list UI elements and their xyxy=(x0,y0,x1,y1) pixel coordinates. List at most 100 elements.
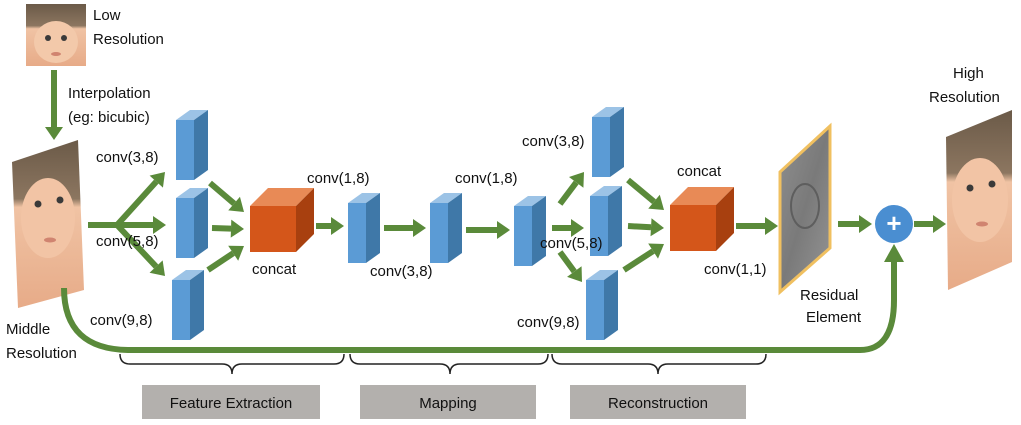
arrow-fe-c-concat xyxy=(206,245,244,273)
arrow-to-rec-a xyxy=(557,172,584,206)
arrow-fe-a-concat xyxy=(208,180,244,212)
rec-conv-a-label: conv(3,8) xyxy=(522,133,585,150)
fe-conv-c-block xyxy=(172,270,204,340)
rec-conv-a-block xyxy=(592,107,624,177)
middle-res-label-line2: Resolution xyxy=(6,345,77,362)
arrow-rec-b-concat xyxy=(627,218,664,237)
arrow-plus-high-head xyxy=(933,215,946,233)
arrow-rec-c-concat-shaft xyxy=(622,248,655,273)
labels: Low Resolution Interpolation (eg: bicubi… xyxy=(6,7,1000,362)
arrow-to-rec-c xyxy=(557,250,582,282)
arrow-to-rec-c-shaft xyxy=(557,250,577,274)
plus-circle xyxy=(875,205,913,243)
middle-res-label-line1: Middle xyxy=(6,321,50,338)
rec-conv-c-block-front xyxy=(586,280,604,340)
fe-conv-c-block-front xyxy=(172,280,190,340)
fe-conv-a-block-top xyxy=(176,110,208,120)
fe-concat-cube-front xyxy=(250,206,296,252)
arrow-fe-c-concat-shaft xyxy=(206,250,235,273)
arrow-fe-c-concat-head xyxy=(228,245,244,261)
residual-label: Residual Element xyxy=(800,287,863,326)
arrow-rec-c-concat-head xyxy=(648,243,664,259)
interpolation-label: Interpolation (eg: bicubic) xyxy=(68,85,155,126)
arrow-to-rec-c-head xyxy=(567,266,582,282)
fe-conv-a-block-front xyxy=(176,120,194,180)
arrow-fe-b-concat-shaft xyxy=(211,225,232,232)
map-conv-a-block-top xyxy=(348,193,380,203)
rec-conv-a-block-side xyxy=(610,107,624,177)
middle-res-label: Middle Resolution xyxy=(6,321,77,362)
low-res-label-line1: Low xyxy=(93,7,121,24)
map-conv-c-block-top xyxy=(514,196,546,206)
high-res-label-line2: Resolution xyxy=(929,89,1000,106)
map-conv-a-label: conv(1,8) xyxy=(307,170,370,187)
interpolation-label-line2: (eg: bicubic) xyxy=(68,109,150,126)
rec-conv-b-block-front xyxy=(590,196,608,256)
low-res-label-line2: Resolution xyxy=(93,31,164,48)
rec-concat-cube-side xyxy=(716,187,734,251)
phase-box-reconstruction xyxy=(570,385,746,419)
map-conv-b-block-front xyxy=(430,203,448,263)
arrow-map-b-map-c-head xyxy=(497,221,510,239)
bracket-mapping xyxy=(349,353,549,375)
rec-concat-label: concat xyxy=(677,163,722,180)
fe-conv-c-block-side xyxy=(190,270,204,340)
phase-label-reconstruction: Reconstruction xyxy=(608,395,708,412)
arrow-to-rec-a-head xyxy=(569,172,584,188)
rec-conv-b-block-side xyxy=(608,186,622,256)
high-res-label-line1: High xyxy=(953,65,984,82)
rec-concat-cube xyxy=(670,187,734,251)
residual-image xyxy=(778,122,832,296)
phase-label-feature-extraction: Feature Extraction xyxy=(170,395,293,412)
rec-conv-a-block-top xyxy=(592,107,624,117)
fe-concat-cube-side xyxy=(296,188,314,252)
fe-concat-label: concat xyxy=(252,261,297,278)
rec-conv-b-block-top xyxy=(590,186,622,196)
arrow-rec-a-concat-head xyxy=(648,194,664,210)
arrow-plus-high xyxy=(914,215,946,233)
arrow-residual-plus xyxy=(838,215,872,233)
arrow-to-rec-b xyxy=(552,219,584,237)
arrow-concat-residual xyxy=(736,217,778,235)
arrow-residual-plus-head xyxy=(859,215,872,233)
arrow-rec-b-concat-shaft xyxy=(627,223,652,231)
phase-brackets xyxy=(119,353,767,375)
arrow-to-rec-a-shaft xyxy=(557,180,579,206)
arrow-skip-connection xyxy=(61,262,897,353)
arrow-to-fe-b-head xyxy=(153,216,166,234)
arrow-fe-b-concat-head xyxy=(230,219,244,238)
arrow-concat-map-a xyxy=(316,217,344,235)
arrow-concat-map-a-head xyxy=(331,217,344,235)
arrow-fe-a-concat-head xyxy=(228,196,244,212)
map-conv-b-label: conv(3,8) xyxy=(370,263,433,280)
arrow-interpolation-head xyxy=(45,127,63,140)
middle-res-image xyxy=(12,140,84,308)
arrow-to-fe-c-head xyxy=(149,260,165,276)
high-res-label: High Resolution xyxy=(929,65,1000,106)
fe-conv-b-block-front xyxy=(176,198,194,258)
plus-icon: + xyxy=(886,208,901,238)
arrow-map-a-map-b-head xyxy=(413,219,426,237)
map-conv-c-block-front xyxy=(514,206,532,266)
fe-conv-b-block-top xyxy=(176,188,208,198)
low-res-image xyxy=(26,4,86,66)
rec-conv-c-label: conv(9,8) xyxy=(517,314,580,331)
arrow-rec-a-concat-shaft xyxy=(626,177,656,204)
arrow-fe-a-concat-shaft xyxy=(208,180,237,206)
fe-concat-cube-top xyxy=(250,188,314,206)
fe-conv-a-block xyxy=(176,110,208,180)
map-conv-a-block xyxy=(348,193,380,263)
rec-conv-c-block-top xyxy=(586,270,618,280)
flow-arrows xyxy=(45,70,946,353)
fe-conv-a-block-side xyxy=(194,110,208,180)
phase-labels: Feature Extraction Mapping Reconstructio… xyxy=(142,385,746,419)
arrow-rec-b-concat-head xyxy=(650,218,664,237)
low-res-label: Low Resolution xyxy=(93,7,164,48)
bracket-feature-extraction xyxy=(119,353,345,375)
rec-conv-c-block xyxy=(586,270,618,340)
arrow-interpolation xyxy=(45,70,63,140)
fe-conv-b-block xyxy=(176,188,208,258)
arrow-to-fe-a-head xyxy=(149,172,165,188)
fe-conv-a-label: conv(3,8) xyxy=(96,149,159,166)
